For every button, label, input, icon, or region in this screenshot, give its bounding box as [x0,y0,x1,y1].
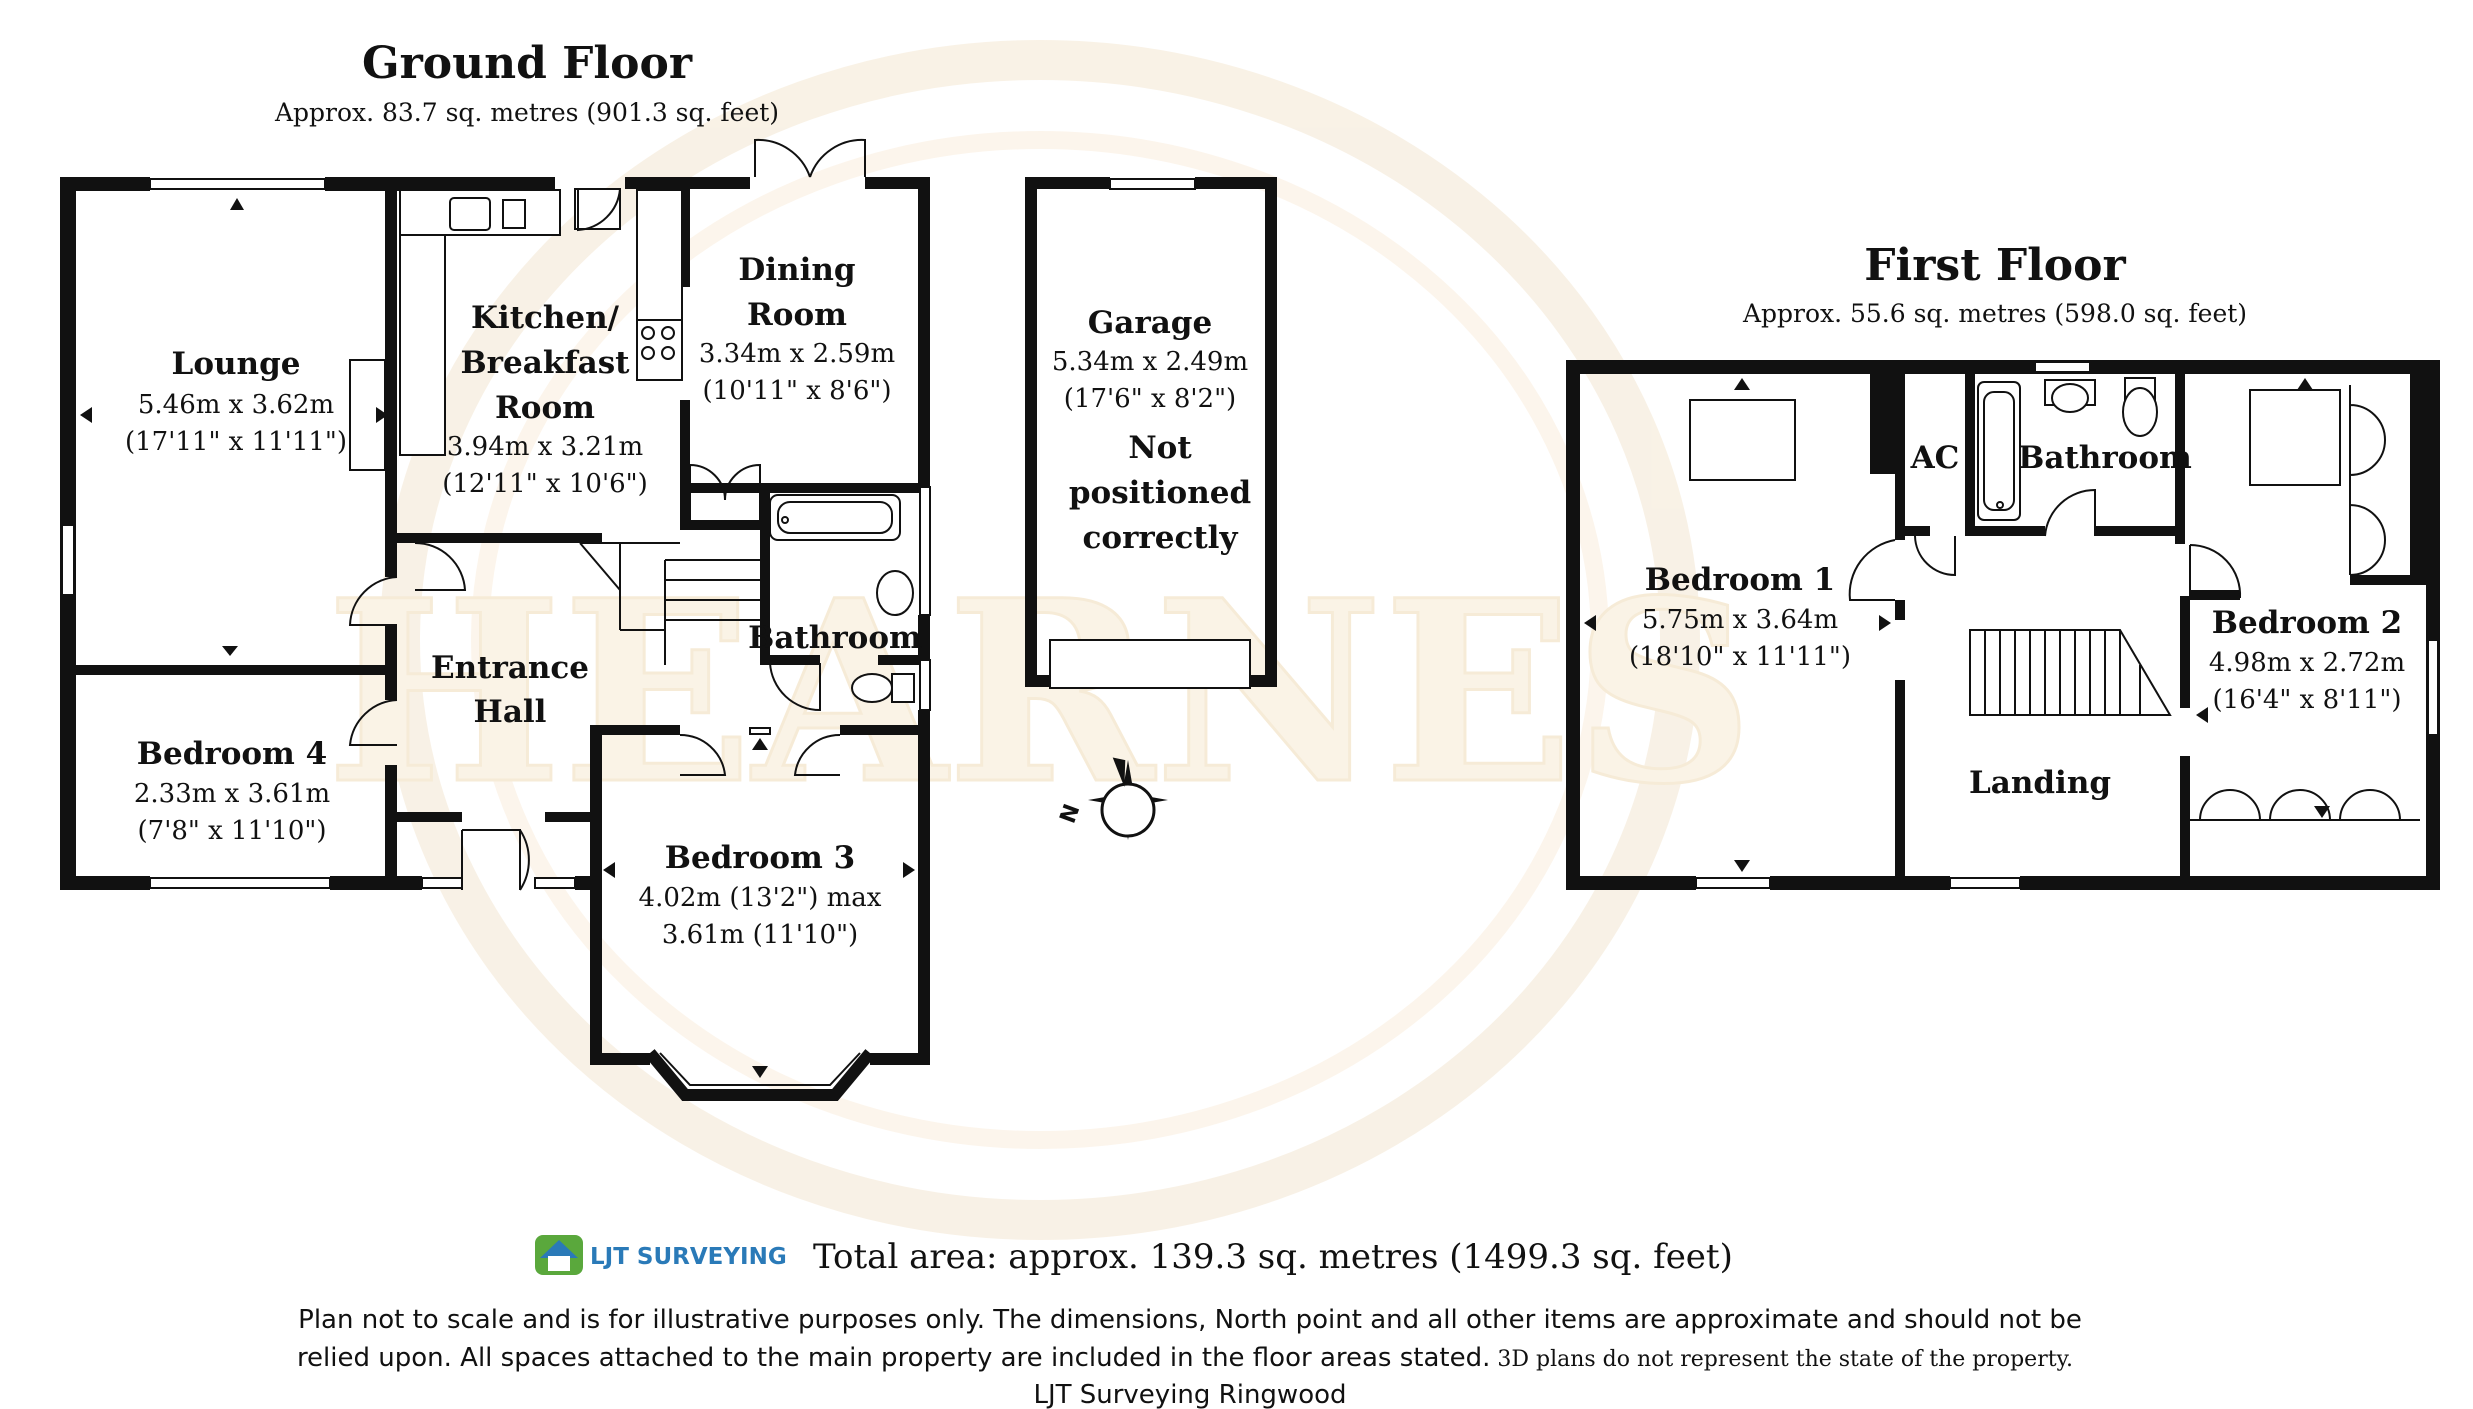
bedroom1-dim-ft: (18'10" x 11'11") [1629,642,1851,672]
disclaimer-line-2: relied upon. All spaces attached to the … [297,1343,2073,1373]
dining-name-1: Dining [738,252,855,288]
ac-name: AC [1910,440,1960,476]
kitchen-dim-m: 3.94m x 3.21m [447,432,643,462]
bedroom4-dim-m: 2.33m x 3.61m [134,779,330,809]
garage-dim-m: 5.34m x 2.49m [1052,347,1248,377]
bedroom2-dim-ft: (16'4" x 8'11") [2213,685,2402,715]
lounge-dim-ft: (17'11" x 11'11") [125,427,347,457]
garage-walls [1025,177,1277,689]
bedroom1-dim-m: 5.75m x 3.64m [1642,605,1838,635]
disclaimer-line-2b: 3D plans do not represent the state of t… [1490,1347,2073,1372]
kitchen-dim-ft: (12'11" x 10'6") [442,469,648,499]
first-floor-title: First Floor [1864,240,2126,291]
dining-name-2: Room [747,297,847,333]
bedroom3-dim-2: 3.61m (11'10") [662,920,858,950]
room-label-lounge: Lounge 5.46m x 3.62m (17'11" x 11'11") [125,346,347,457]
kitchen-name-1: Kitchen/ [471,300,620,336]
ground-floor-area: Approx. 83.7 sq. metres (901.3 sq. feet) [274,98,779,127]
watermark-text: HEARNES [326,545,1754,839]
first-bathroom-name: Bathroom [2018,440,2192,476]
garage-dim-ft: (17'6" x 8'2") [1064,384,1236,414]
bedroom4-name: Bedroom 4 [137,736,327,772]
ground-floor-walls [60,177,930,1065]
entrance-name-1: Entrance [431,650,589,686]
garage-name: Garage [1088,305,1212,341]
first-floor-area: Approx. 55.6 sq. metres (598.0 sq. feet) [1742,299,2247,328]
lounge-dim-m: 5.46m x 3.62m [138,390,334,420]
room-label-bedroom1: Bedroom 1 5.75m x 3.64m (18'10" x 11'11"… [1629,562,1851,672]
bedroom3-dim-1: 4.02m (13'2") max [639,883,882,913]
bedroom1-name: Bedroom 1 [1645,562,1835,598]
room-label-bedroom2: Bedroom 2 4.98m x 2.72m (16'4" x 8'11") [2209,605,2405,715]
lounge-name: Lounge [172,346,301,382]
garage-note-2: positioned [1069,475,1251,511]
dining-dim-ft: (10'11" x 8'6") [703,376,892,406]
bedroom3-name: Bedroom 3 [665,840,855,876]
garage-note-3: correctly [1083,520,1239,556]
bedroom2-dim-m: 4.98m x 2.72m [2209,648,2405,678]
ljt-logo: LJT SURVEYING [535,1235,787,1275]
first-floor-fixtures [1584,361,2439,889]
first-floor-walls [1566,360,2440,890]
dining-dim-m: 3.34m x 2.59m [699,339,895,369]
ground-bathroom-name: Bathroom [748,620,922,656]
garage-note-1: Not [1128,430,1192,466]
bedroom2-name: Bedroom 2 [2212,605,2402,641]
room-label-dining: Dining Room 3.34m x 2.59m (10'11" x 8'6"… [699,252,895,406]
total-area: Total area: approx. 139.3 sq. metres (14… [813,1237,1733,1277]
watermark: HEARNES [324,40,1756,1240]
room-label-garage: Garage 5.34m x 2.49m (17'6" x 8'2") Not … [1052,305,1251,556]
bedroom4-dim-ft: (7'8" x 11'10") [138,816,327,846]
entrance-name-2: Hall [474,694,547,730]
disclaimer-line-3: LJT Surveying Ringwood [1033,1380,1346,1409]
room-label-bedroom4: Bedroom 4 2.33m x 3.61m (7'8" x 11'10") [134,736,330,846]
logo-text: LJT SURVEYING [590,1244,787,1270]
ground-floor-title: Ground Floor [362,38,693,89]
disclaimer-line-2a: relied upon. All spaces attached to the … [297,1343,1490,1373]
room-label-kitchen: Kitchen/ Breakfast Room 3.94m x 3.21m (1… [442,300,648,499]
kitchen-name-3: Room [495,390,595,426]
room-label-bedroom3: Bedroom 3 4.02m (13'2") max 3.61m (11'10… [639,840,882,950]
landing-name: Landing [1969,765,2111,801]
kitchen-name-2: Breakfast [460,345,630,381]
room-label-entrance-hall: Entrance Hall [431,650,589,730]
disclaimer-line-1: Plan not to scale and is for illustrativ… [298,1305,2082,1335]
ground-floor-fixtures [61,138,931,1101]
compass-icon: N [1056,757,1168,840]
